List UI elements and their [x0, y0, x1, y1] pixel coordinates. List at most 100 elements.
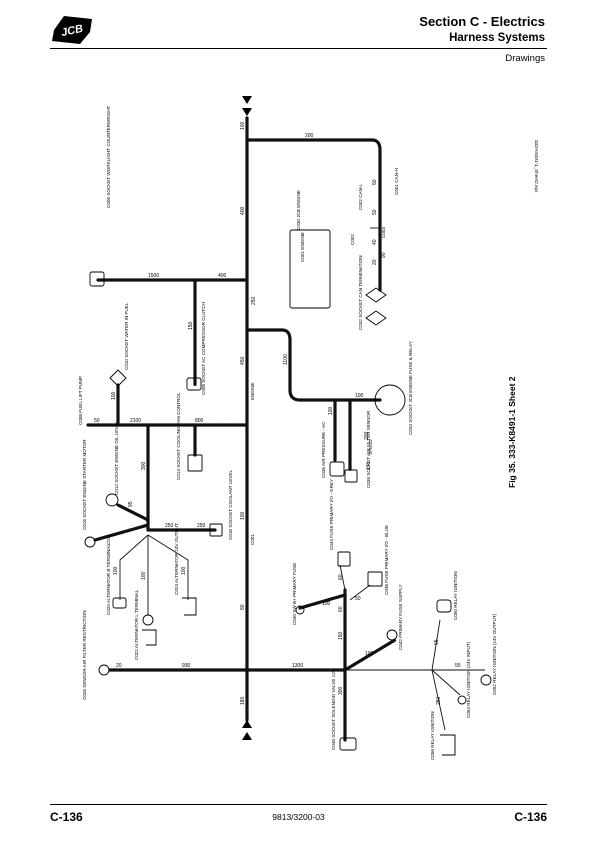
tag-engine: ENGINE	[250, 382, 255, 400]
connector-relay-ign-icon	[436, 599, 452, 613]
connector-water-fuel-icon	[109, 369, 127, 387]
len-100-temp: 100	[328, 406, 334, 415]
len-95: 95	[128, 501, 134, 507]
len-100-e: 100	[240, 511, 246, 520]
label-can-l: C002 CAN-L	[358, 184, 363, 210]
connector-oil-icon	[105, 493, 119, 507]
len-1500: 1500	[148, 273, 159, 279]
wire-relay-lower	[431, 669, 461, 696]
category-label: Drawings	[505, 53, 545, 64]
figure-file-ref: 333-K8491-1_Sheet2.eps	[534, 140, 539, 193]
connector-air-restriction-icon	[98, 664, 110, 676]
label-alt-24v: C024 ALTERNATOR 24V OUTPUT	[174, 523, 179, 595]
len-40: 40	[372, 239, 378, 245]
connector-labels: C006 SOCKET WORKLIGHT COUNTERWEIGHT C008…	[78, 105, 497, 760]
len-20: 20	[372, 259, 378, 265]
len-90: 90	[381, 252, 387, 258]
label-fan-control: C014 SOCKET COOLING FAN CONTROL	[176, 392, 181, 480]
tag-speed: SPEED	[368, 439, 373, 455]
connector-starter-icon	[84, 536, 96, 548]
tag-c011: C011	[106, 534, 111, 545]
connector-ac-clutch-icon	[186, 377, 202, 391]
harness-tags: ENGINE C001 C002 C003 C001 ENGINE SPEED …	[106, 227, 386, 545]
label-relay-out: C052 RELAY IGNITION (24V OUTPUT)	[492, 613, 497, 695]
page-number-right: C-136	[514, 810, 547, 824]
len-1100: 1100	[283, 354, 289, 365]
wire-fuse-blue	[349, 584, 371, 601]
len-800: 800	[195, 418, 204, 424]
connector-jcb-engine-icon	[289, 229, 331, 309]
branch-starter-motor	[93, 523, 150, 542]
connector-alt-24v-icon	[182, 597, 197, 616]
harness-trunks	[86, 116, 397, 742]
len-100-start: 100	[365, 651, 374, 657]
len-100-relay: 100	[355, 393, 364, 399]
len-100-b: 100	[113, 566, 119, 575]
trunk-end-arrows	[242, 96, 252, 740]
connector-fan-icon	[187, 454, 203, 472]
tag-c003: C003	[381, 227, 386, 238]
len-2100: 2100	[130, 418, 141, 424]
arrow-top-icon	[242, 96, 252, 104]
len-150: 150	[188, 321, 194, 330]
len-60-b: 60	[338, 574, 344, 580]
footer-rule	[50, 804, 547, 805]
len-55: 55	[434, 639, 440, 645]
thin-wires	[119, 227, 485, 731]
section-title: Section C - Electrics	[419, 14, 545, 29]
connector-alt-l-body-icon	[142, 629, 157, 646]
connector-air-pressure-icon	[329, 461, 345, 477]
connector-fuse-relay-icon	[374, 384, 406, 416]
label-oil-level: C012 SOCKET ENGINE OIL LEVEL	[114, 421, 119, 495]
len-80: 80	[240, 604, 246, 610]
section-subtitle: Harness Systems	[449, 32, 545, 44]
page-number-left: C-136	[50, 810, 83, 824]
len-200-air: 200	[364, 431, 370, 440]
connector-primary-fuse-icon	[295, 605, 305, 615]
connector-can-term-a-icon	[365, 287, 387, 303]
len-60: 60	[338, 606, 344, 612]
label-relay-ign: C050 RELAY IGNITION	[453, 571, 458, 620]
label-relay-b: C056 RELAY IGNITION	[430, 711, 435, 760]
len-50-b: 50	[372, 209, 378, 215]
label-alt-b: C020 ALTERNATOR B TERMINAL	[106, 544, 111, 615]
len-400-v: 400	[240, 206, 246, 215]
wire-relay-top	[431, 619, 441, 671]
label-fuel-pump: C008 FUEL LIFT PUMP	[78, 376, 83, 425]
len-250-s: 250	[436, 696, 442, 705]
len-450: 450	[240, 356, 246, 365]
len-20-air: 20	[116, 663, 122, 669]
branch-primary-fuse	[298, 593, 347, 610]
label-air-restriction: C026 SENSOR AIR FILTER RESTRICTION	[82, 610, 87, 700]
len-250-c: 250	[197, 523, 206, 529]
connector-air-filter-icon	[344, 469, 358, 483]
wire-relay-bottom	[431, 669, 446, 731]
wire-alt-24v	[147, 534, 189, 600]
label-can-term: C032 SOCKET CAN TERMINATION	[358, 255, 363, 330]
arrow-top2-icon	[242, 108, 252, 116]
label-starter-motor: C016 SOCKET ENGINE STARTER MOTOR	[82, 439, 87, 530]
label-jcb-engine: C030 JCB ENGINE	[296, 190, 301, 230]
len-50-a: 50	[372, 179, 378, 185]
label-can-h: C001 CAN-H	[394, 168, 399, 195]
len-100-f: 100	[322, 601, 331, 607]
branch-solenoid	[343, 638, 397, 672]
connector-coolant-icon	[209, 523, 223, 537]
tag-c002: C002	[350, 234, 355, 245]
len-100-top: 100	[240, 121, 246, 130]
label-solenoid: C048 SOCKET SOLENOID VALVE 12V	[331, 668, 336, 750]
connector-fuse-blue-icon	[367, 571, 383, 587]
connector-relay-out-icon	[480, 674, 492, 686]
len-50-m: 50	[355, 596, 361, 602]
len-55-b: 55	[455, 663, 461, 669]
len-300: 300	[141, 461, 147, 470]
wire-alt-b	[119, 534, 149, 600]
label-fuse-supply: C042 PRIMARY FUSE SUPPLY	[398, 584, 403, 650]
connector-fuse-grey-icon	[337, 551, 351, 567]
document-code: 9813/3200-03	[272, 812, 325, 822]
branch-oil	[116, 503, 150, 522]
len-100-d: 100	[181, 566, 187, 575]
connector-worklight-icon	[89, 271, 105, 287]
len-180: 180	[240, 696, 246, 705]
len-200: 200	[305, 133, 314, 139]
